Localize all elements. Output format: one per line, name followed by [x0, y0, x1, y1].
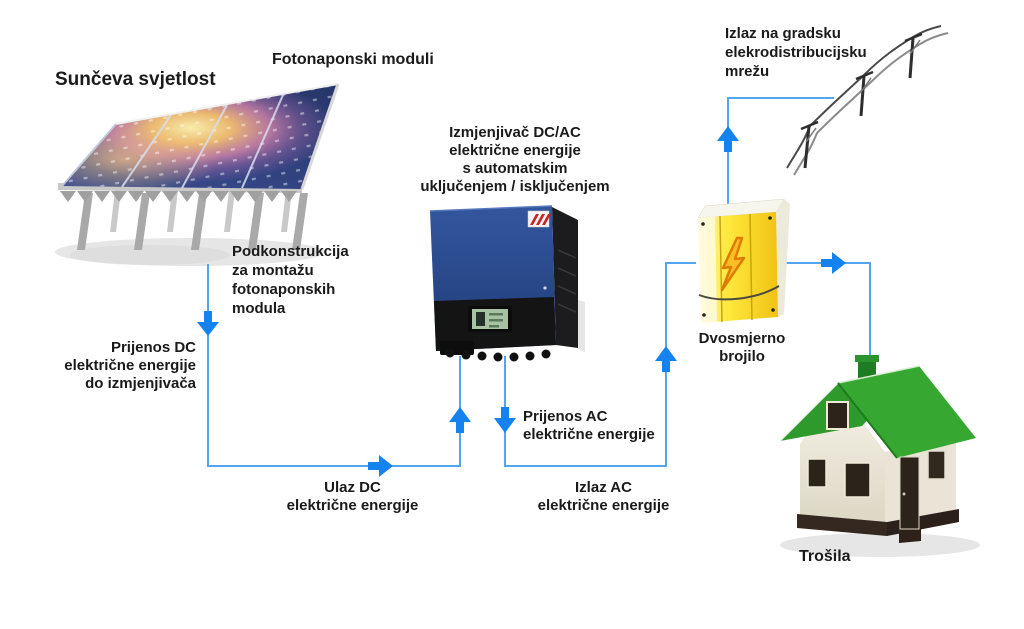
grid-connection-line — [727, 97, 834, 212]
chimney — [855, 355, 879, 380]
house-right-arrow — [821, 252, 846, 274]
house-connection-line — [786, 262, 871, 355]
sawtooth-rail — [60, 191, 297, 202]
label-pv-modules: Fotonaponski moduli — [272, 51, 434, 68]
house-icon — [779, 355, 980, 557]
dc-right-arrow — [368, 455, 393, 477]
label-ac-transfer: Prijenos AC električne energije — [523, 408, 655, 443]
mounting-front-legs — [77, 193, 308, 250]
dc-input-up-arrow — [449, 407, 471, 433]
label-loads: Trošila — [799, 548, 851, 565]
label-sunlight: Sunčeva svjetlost — [55, 69, 216, 90]
label-ac-output: Izlaz AC električne energije — [537, 479, 670, 514]
front-window-small — [807, 458, 827, 488]
label-inverter: Izmjenjivač DC/AC električne energije s … — [420, 124, 610, 195]
inverter-cable-glands — [445, 348, 551, 362]
label-meter: Dvosmjerno brojilo — [698, 330, 786, 365]
ac-output-up-arrow — [655, 346, 677, 372]
label-dc-transfer: Prijenos DC električne energije do izmje… — [64, 339, 196, 392]
side-window — [927, 450, 946, 480]
label-substructure: Podkonstrukcija za montažu fotonaponskih… — [232, 243, 349, 317]
solar-array-icon — [55, 83, 340, 266]
door — [899, 456, 920, 530]
label-grid-output: Izlaz na gradsku elekrodistribucijsku mr… — [725, 25, 867, 80]
inverter-brand-logo — [527, 210, 551, 228]
gable-window — [826, 401, 849, 430]
meter-icon — [697, 198, 790, 323]
front-window-large — [844, 462, 871, 498]
inverter-display — [468, 306, 512, 332]
inverter-icon — [429, 205, 585, 362]
grid-up-arrow — [717, 126, 739, 152]
power-lines-icon — [786, 25, 949, 176]
dc-down-arrow — [197, 311, 219, 336]
ac-down-arrow — [494, 407, 516, 433]
label-dc-input: Ulaz DC električne energije — [286, 479, 419, 514]
lightning-bolt-icon — [720, 236, 746, 292]
